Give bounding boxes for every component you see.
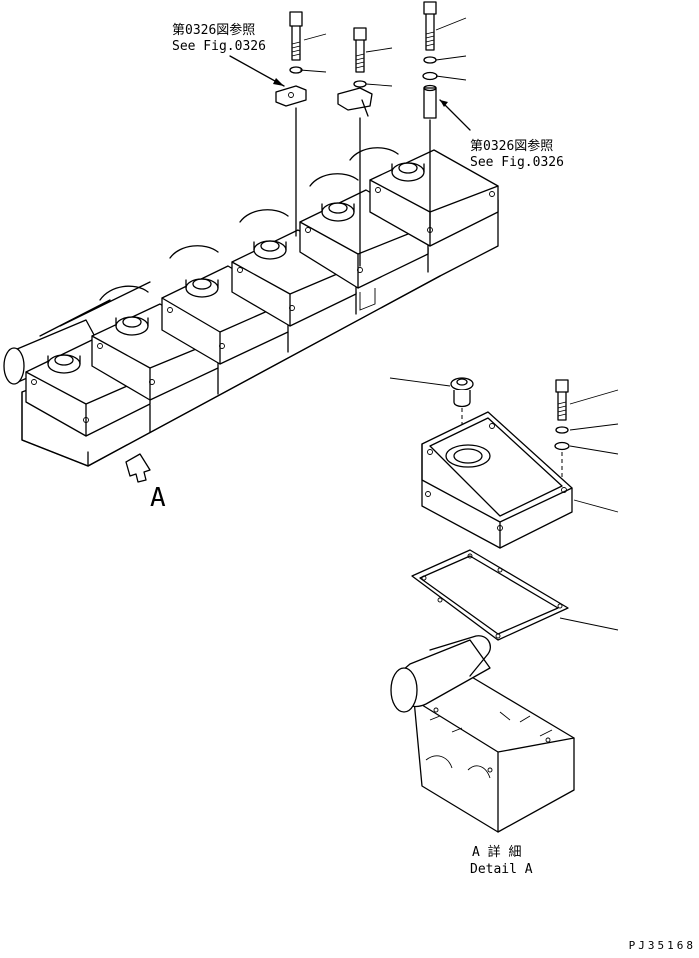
detail-washers [554,426,570,451]
washers-right [422,56,438,81]
reference-note-top-left: 第0326図参照 See Fig.0326 [172,22,266,54]
lockwasher-middle [353,80,367,88]
detail-head-block [390,635,575,833]
drawing-number: PJ35168 [629,939,696,952]
detail-caption-en: Detail A [470,862,533,877]
reference-en-text: See Fig.0326 [172,39,266,54]
oil-filler-cap [450,377,474,408]
detail-caption: A 詳 細 Detail A [470,844,533,877]
clamp-middle [337,87,373,117]
view-arrow-a [125,453,151,483]
detail-cover [421,411,573,549]
detail-caption-jp: A 詳 細 [472,844,521,860]
reference-jp-text: 第0326図参照 [470,138,553,154]
cover-6 [369,149,499,247]
view-marker-label: A [150,483,166,513]
reference-jp-text: 第0326図参照 [172,22,255,38]
clamp-left [275,85,307,107]
reference-en-text: See Fig.0326 [470,155,564,170]
detail-bolt [555,379,569,421]
reference-note-right: 第0326図参照 See Fig.0326 [470,138,564,170]
bolt-left [289,11,303,61]
spacer-right [423,84,437,119]
bolt-right [423,1,437,51]
gasket [411,549,569,641]
bolt-middle [353,27,367,73]
